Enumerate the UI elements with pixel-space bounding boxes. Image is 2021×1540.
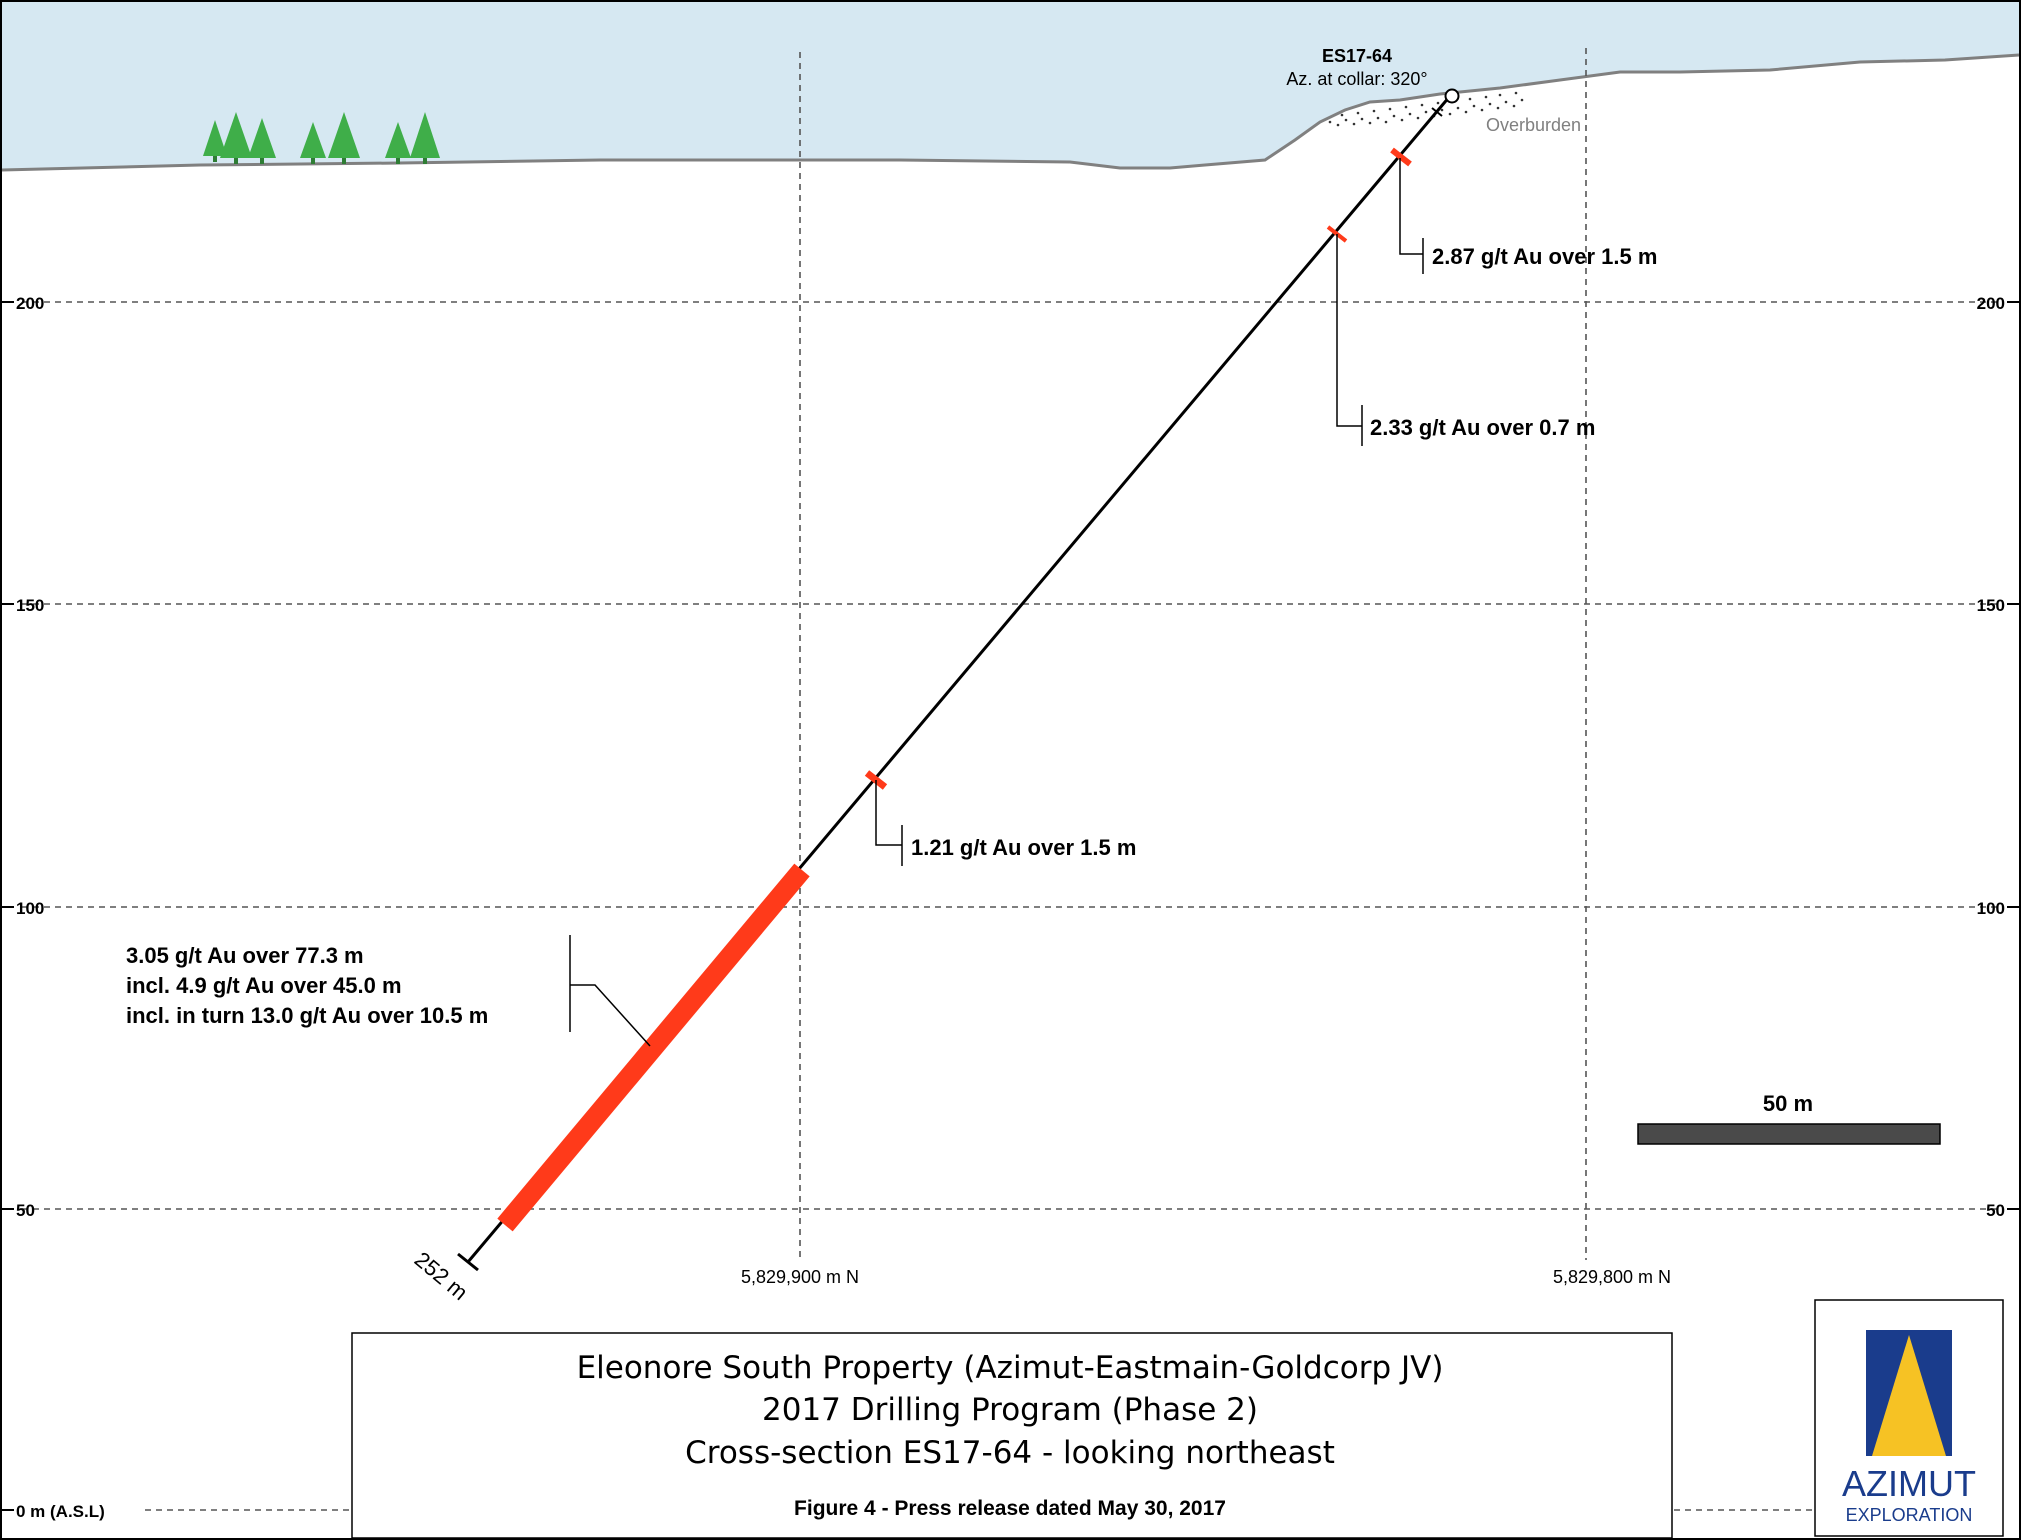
leader-lines — [569, 158, 1424, 1047]
intercept-label-2: 2.33 g/t Au over 0.7 m — [1370, 415, 1595, 440]
tree-icon — [203, 120, 227, 162]
main-intercept-line-1: 3.05 g/t Au over 77.3 m — [126, 943, 364, 968]
title-caption: Figure 4 - Press release dated May 30, 2… — [794, 1497, 1226, 1520]
tree-icon — [385, 122, 411, 164]
intercept-tick-1 — [1390, 147, 1412, 167]
azimut-logo-icon — [1866, 1330, 1952, 1456]
collar-marker — [1444, 88, 1460, 104]
logo-name: AZIMUT — [1842, 1463, 1976, 1504]
sky-area — [2, 2, 2019, 170]
end-of-hole-cap — [457, 1252, 479, 1272]
elev-label-right-200: 200 — [1977, 294, 2005, 313]
main-intercept-interval — [497, 863, 810, 1232]
main-intercept-line-3: incl. in turn 13.0 g/t Au over 10.5 m — [126, 1003, 488, 1028]
elevation-ticks — [2, 301, 2019, 1511]
elev-label-right-50: 50 — [1986, 1201, 2005, 1220]
tree-icon — [410, 112, 440, 164]
tree-icon — [220, 112, 252, 164]
elev-label-left-50: 50 — [16, 1201, 35, 1220]
hole-name: ES17-64 — [1322, 46, 1392, 66]
elev-label-left-100: 100 — [16, 899, 44, 918]
title-line-2: 2017 Drilling Program (Phase 2) — [762, 1392, 1258, 1428]
topography-line — [1, 53, 2020, 172]
northing-label-2: 5,829,800 m N — [1553, 1267, 1671, 1287]
title-box — [351, 1332, 1673, 1539]
trees — [203, 112, 440, 164]
main-intercept-line-2: incl. 4.9 g/t Au over 45.0 m — [126, 973, 402, 998]
northing-label-1: 5,829,900 m N — [741, 1267, 859, 1287]
collar-tick — [1431, 107, 1443, 117]
elev-label-left-0: 0 m (A.S.L) — [16, 1502, 105, 1521]
tree-icon — [328, 112, 360, 164]
title-line-1: Eleonore South Property (Azimut-Eastmain… — [577, 1350, 1444, 1386]
overburden-stipple — [1328, 91, 1524, 127]
elev-label-right-150: 150 — [1977, 596, 2005, 615]
title-line-3: Cross-section ES17-64 - looking northeas… — [685, 1435, 1335, 1471]
tree-icon — [248, 118, 276, 164]
hole-azimuth: Az. at collar: 320° — [1286, 69, 1427, 89]
intercept-label-1: 2.87 g/t Au over 1.5 m — [1432, 244, 1657, 269]
overburden-label: Overburden — [1486, 115, 1581, 135]
tree-icon — [300, 122, 326, 164]
elev-label-right-100: 100 — [1977, 899, 2005, 918]
scale-bar-label: 50 m — [1763, 1091, 1813, 1116]
intercept-label-3: 1.21 g/t Au over 1.5 m — [911, 835, 1136, 860]
elev-label-left-200: 200 — [16, 294, 44, 313]
scale-bar — [1637, 1123, 1941, 1145]
logo-sub: EXPLORATION — [1846, 1505, 1973, 1525]
elev-label-left-150: 150 — [16, 596, 44, 615]
